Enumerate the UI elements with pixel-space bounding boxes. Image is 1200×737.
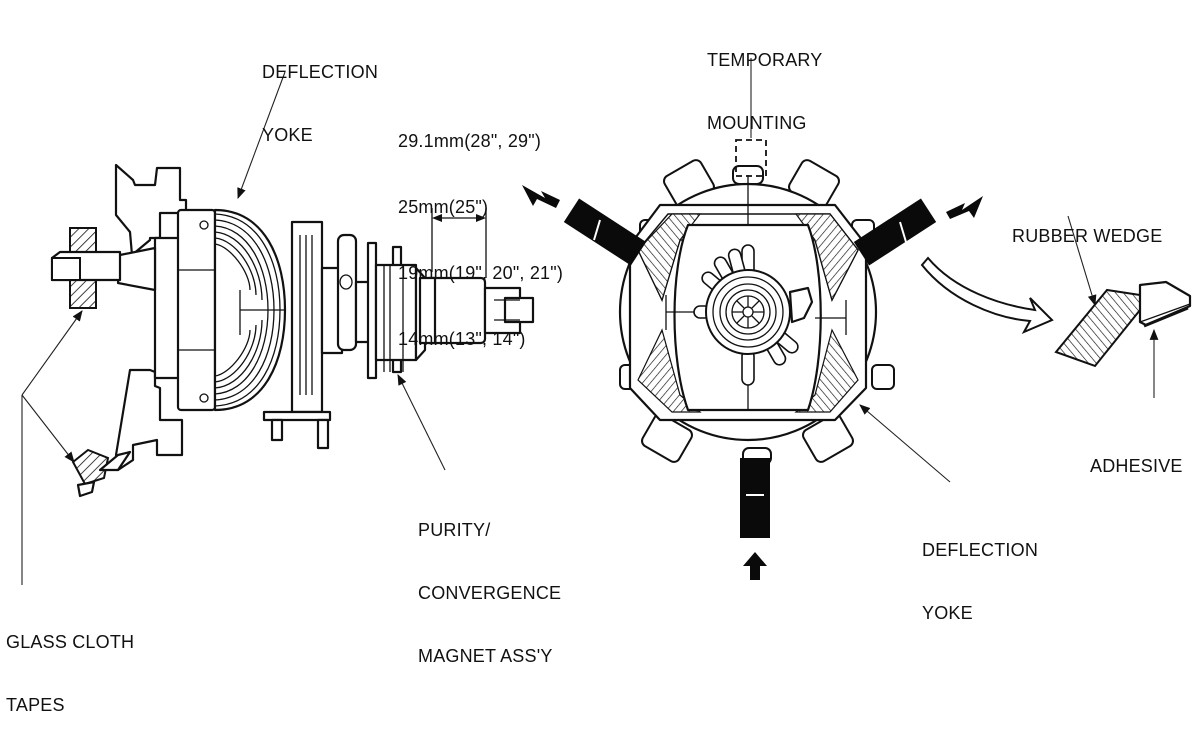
diagram-canvas bbox=[21, 58, 1192, 585]
label-line: CONVERGENCE bbox=[418, 583, 562, 603]
label-line: PURITY/ bbox=[418, 520, 491, 540]
rubber-wedge-bottom bbox=[740, 458, 770, 538]
label-line: TEMPORARY bbox=[707, 50, 823, 70]
leader-deflection-yoke-right bbox=[859, 404, 951, 483]
front-view bbox=[522, 58, 1054, 580]
detail-arrow bbox=[920, 256, 1054, 335]
dimension-14mm: 14mm(13", 14") bbox=[398, 329, 526, 349]
rubber-wedge-upper-left bbox=[563, 198, 647, 266]
electron-gun-socket bbox=[693, 244, 814, 386]
rubber-wedge-upper-right bbox=[853, 198, 937, 266]
yoke-collar bbox=[176, 208, 217, 412]
label-deflection-yoke-right: DEFLECTION YOKE bbox=[922, 498, 1038, 645]
insert-arrow-upper-left bbox=[522, 185, 560, 208]
wedge-detail bbox=[1054, 215, 1192, 398]
magnet-tab bbox=[336, 233, 358, 352]
leader-deflection-yoke-left bbox=[237, 71, 286, 200]
leader-glass-cloth-upper bbox=[21, 310, 83, 396]
label-line: ADHESIVE bbox=[1090, 456, 1183, 476]
rubber-wedge-detail bbox=[1054, 288, 1141, 368]
label-adhesive: ADHESIVE bbox=[1090, 414, 1183, 498]
label-line: TAPES bbox=[6, 695, 65, 715]
leader-glass-cloth-lower bbox=[21, 394, 75, 463]
label-deflection-yoke-left: DEFLECTION YOKE bbox=[262, 20, 378, 167]
leader-rubber-wedge bbox=[1067, 215, 1097, 307]
label-purity-convergence: PURITY/ CONVERGENCE MAGNET ASS'Y bbox=[418, 478, 561, 688]
label-temporary-mounting: TEMPORARY MOUNTING bbox=[707, 8, 823, 155]
label-line: YOKE bbox=[262, 125, 313, 145]
convergence-ring-plate bbox=[290, 220, 324, 414]
label-line: DEFLECTION bbox=[262, 62, 379, 82]
dimension-19mm: 19mm(19", 20", 21") bbox=[398, 263, 564, 283]
label-line: DEFLECTION bbox=[922, 540, 1039, 560]
label-glass-cloth-tapes: GLASS CLOTH TAPES bbox=[6, 590, 134, 737]
leader-purity-convergence bbox=[397, 374, 446, 471]
label-rubber-wedge: RUBBER WEDGE bbox=[1012, 184, 1162, 268]
insert-arrow-upper-right bbox=[946, 196, 983, 219]
label-line: MAGNET ASS'Y bbox=[418, 646, 553, 666]
label-dimensions: 29.1mm(28", 29") 25mm(25") 19mm(19", 20"… bbox=[398, 86, 563, 372]
label-line: RUBBER WEDGE bbox=[1012, 226, 1163, 246]
insert-arrow-bottom bbox=[743, 552, 767, 580]
coil-windings bbox=[214, 213, 285, 407]
dimension-marker bbox=[431, 208, 487, 278]
purity-convergence-magnets bbox=[366, 241, 427, 380]
temporary-mounting-outline bbox=[735, 139, 767, 177]
side-view bbox=[21, 71, 535, 585]
label-line: YOKE bbox=[922, 603, 973, 623]
label-line: GLASS CLOTH bbox=[6, 632, 135, 652]
dimension-25mm: 25mm(25") bbox=[398, 197, 489, 217]
dimension-29mm: 29.1mm(28", 29") bbox=[398, 131, 542, 151]
label-line: MOUNTING bbox=[707, 113, 807, 133]
